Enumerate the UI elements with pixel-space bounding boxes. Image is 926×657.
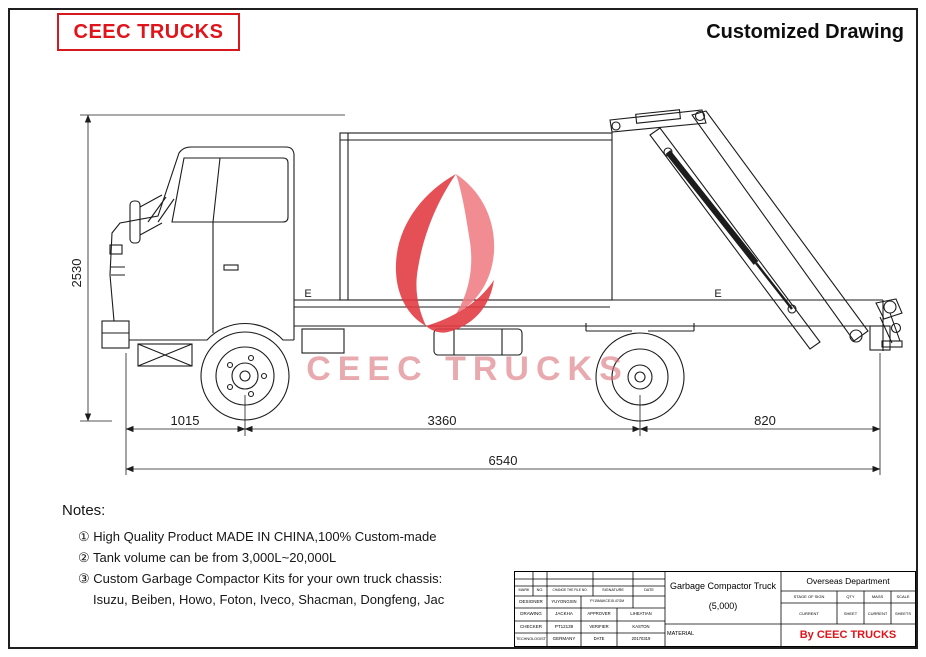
title-block-grid [515,572,915,646]
product-capacity: (5,000) [708,600,738,611]
dimension-lines [80,114,881,475]
notes-section: Notes: ① High Quality Product MADE IN CH… [62,502,444,610]
technologist-name: GERMANY [552,636,576,642]
drawing-name: JACKHA [555,611,573,617]
note-item-3: ③ Custom Garbage Compactor Kits for your… [78,571,443,586]
dim-front-overhang: 1015 [171,413,200,428]
sign-col-mark: MARK [518,588,530,593]
checker-name: PT12139 [554,623,574,629]
by-ceec-trucks: By CEEC TRUCKS [799,628,897,641]
truck-side-view-drawing: 2530 1015 3360 820 6540 E E [69,109,903,475]
dim-wheelbase: 3360 [428,413,457,428]
designer-name: YUYONGXIN [551,598,577,604]
current-label-2: CURRENT [867,610,888,616]
dim-overall-height: 2530 [69,259,84,288]
section-mark-right: E [714,288,721,300]
sign-col-change-file-no: CHANGE THE FILE NO. [552,588,588,593]
approver-label: APPROVER [587,611,611,617]
checker-label: CHECKER [519,623,542,629]
scale-label: SCALE [896,594,910,599]
verifier-label: VERIFIER [589,623,609,629]
section-mark-left: E [304,288,311,300]
designer-label: DESIGNER [519,598,543,604]
sheet-label: SHEET [843,610,858,616]
current-label-1: CURRENT [799,610,819,616]
rear-loader-arm [609,109,903,351]
note-item-4: Isuzu, Beiben, Howo, Foton, Iveco, Shacm… [93,592,445,607]
date-value: 20170319 [631,636,651,642]
stage-of-sign-label: STAGE OF SIGN [793,594,825,599]
sign-col-signature: SIGNATURE [602,588,624,593]
brand-box: CEEC TRUCKS [57,13,240,51]
verifier-name: KASTON [632,623,650,629]
dimension-labels: 2530 1015 3360 820 6540 E E [69,259,776,468]
compactor-body [339,132,613,301]
qty-label: QTY [846,594,855,599]
dim-rear-overhang: 820 [754,413,776,428]
material-label: MATERIAL [667,631,695,638]
drawing-label: DRAWING [520,611,542,617]
date-label: DATE [593,636,605,642]
product-name: Garbage Compactor Truck [669,580,777,591]
note-item-2: ② Tank volume can be from 3,000L~20,000L [78,550,337,565]
sign-col-no: NO. [536,588,544,593]
designer-signature-code: FY15MAKCE15.47GM [589,599,625,604]
technologist-label: TECHNOLOGIST [516,636,546,641]
note-item-1: ① High Quality Product MADE IN CHINA,100… [78,529,437,544]
notes-heading: Notes: [62,502,106,519]
sheet-title: Customized Drawing [706,21,904,43]
truck-linework [101,109,903,422]
sheets-label: SHEETS [894,610,911,616]
title-block: MARK NO. CHANGE THE FILE NO. SIGNATURE D… [514,571,916,647]
cab [101,146,295,367]
mass-label: MASS [871,594,884,599]
brand-logo-text: CEEC TRUCKS [73,20,224,43]
department-name: Overseas Department [806,576,890,587]
approver-name: LIHEATIAN [630,611,652,617]
dim-overall-length: 6540 [489,453,518,468]
sheet-border-frame [8,8,918,649]
sign-col-date: DATE [644,588,654,593]
